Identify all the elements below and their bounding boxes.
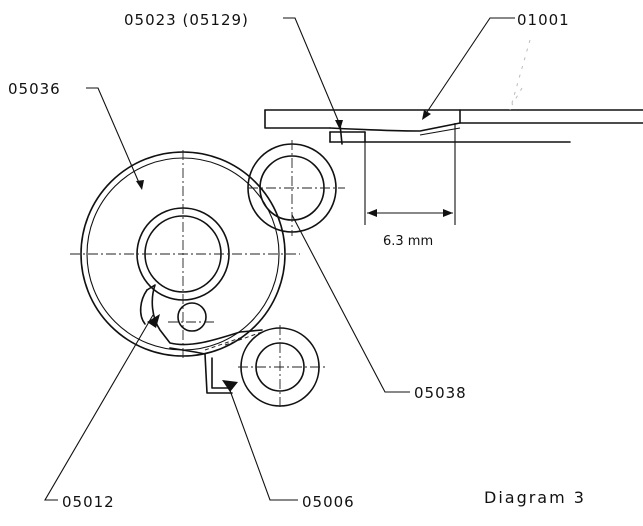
plate-01001: [264, 109, 643, 145]
roller-05038: [247, 140, 345, 236]
label-05012: 05012: [62, 493, 115, 511]
label-01001: 01001: [517, 11, 570, 29]
dimension-marker: [364, 123, 456, 225]
scan-marks: [509, 39, 531, 111]
lower-roller: [238, 325, 325, 410]
leader-lines: [44, 17, 515, 501]
label-05036: 05036: [8, 80, 61, 98]
lever-05012: [139, 284, 263, 394]
pin: [168, 302, 215, 332]
diagram-caption: Diagram 3: [484, 488, 586, 507]
label-05023: 05023 (05129): [124, 11, 249, 29]
dimension-label: 6.3 mm: [383, 234, 433, 249]
label-05006: 05006: [302, 493, 355, 511]
label-05038: 05038: [414, 384, 467, 402]
